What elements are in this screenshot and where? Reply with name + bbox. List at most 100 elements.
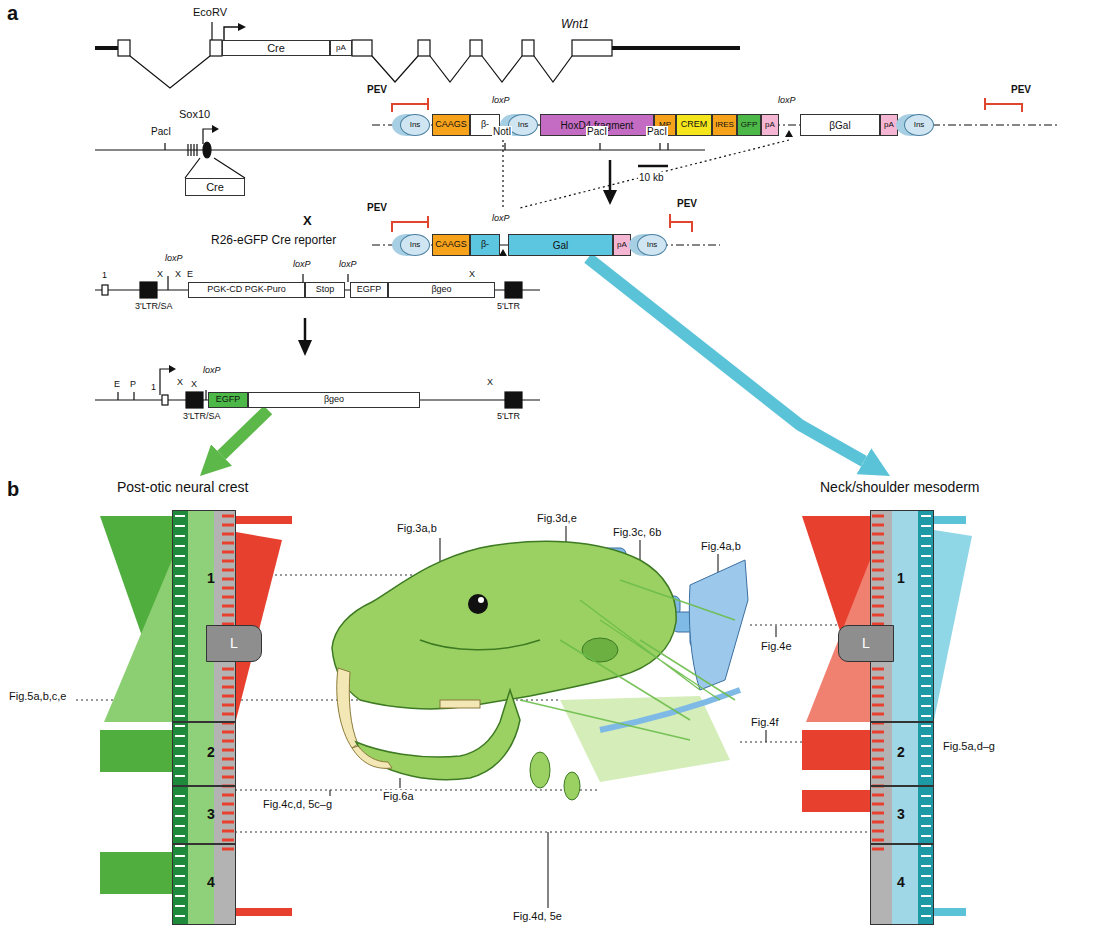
element-label: PGK-CD PGK-Puro [207, 285, 286, 295]
wnt1-construct-shape [612, 46, 740, 50]
segment-ticks-shape [921, 595, 931, 597]
segment-ticks-shape [921, 645, 931, 647]
wnt1-construct-shape [522, 40, 534, 56]
segment-ticks-shape [872, 731, 884, 734]
segment-ticks-shape [175, 675, 185, 677]
gene-box: β- [470, 234, 500, 256]
cre-box: Cre [185, 178, 245, 196]
mouse-skull-illustration-shape [468, 594, 488, 614]
wnt1-construct-shape [470, 40, 482, 56]
segment-ticks-shape [175, 865, 185, 867]
element-label: GFP [741, 121, 757, 130]
mesoderm-column-shape [892, 510, 918, 925]
segment-ticks-shape [222, 803, 234, 806]
mouse-skull-illustration [332, 541, 748, 800]
element-label: Ins [914, 121, 925, 130]
segment-number: 3 [207, 807, 215, 822]
segment-ticks-shape [921, 715, 931, 717]
segment-ticks-shape [872, 686, 884, 689]
pev-label: PEV [366, 84, 388, 95]
segment-ticks-shape [222, 686, 234, 689]
wnt1-construct-shape [224, 27, 240, 40]
mouse-skull-illustration-shape [564, 772, 580, 800]
segment-ticks-shape [175, 855, 185, 857]
segment-ticks-shape [175, 655, 185, 657]
element-label: βgeo [431, 285, 451, 295]
axial-column: Post-otic neural crest1L234 [95, 478, 310, 928]
segment-box: 3 [870, 786, 934, 844]
segment-ticks-shape [222, 596, 234, 599]
lineage-arrow [222, 410, 268, 455]
segment-ticks-shape [872, 767, 884, 770]
element-label: Gal [553, 240, 569, 251]
wnt1-construct-shape [418, 40, 430, 56]
figure-reference: Fig.4f [750, 716, 780, 728]
reporter-construct-shape [505, 282, 522, 298]
neural-crest-column-shape [236, 516, 292, 524]
segment-ticks-shape [921, 695, 931, 697]
reporter-construct-shape [304, 318, 307, 342]
reporter-construct-shape [140, 282, 157, 298]
segment-ticks-shape [175, 905, 185, 907]
segment-ticks-shape [921, 725, 931, 727]
insulator-oval: Ins [904, 114, 934, 136]
mouse-skull-illustration-shape [352, 746, 392, 768]
guide-lines-shape [205, 831, 895, 832]
mouse-skull-illustration-shape [520, 580, 735, 740]
segment-ticks-shape [872, 533, 884, 536]
element-label: L [230, 636, 238, 651]
segment-ticks-shape [921, 765, 931, 767]
segment-ticks-shape [921, 625, 931, 627]
neural-crest-column [100, 510, 292, 925]
segment-number: 4 [897, 875, 905, 890]
reporter-construct-shape [169, 365, 176, 373]
segment-ticks-shape [175, 645, 185, 647]
segment-ticks-shape [921, 815, 931, 817]
segment-box: 2 [172, 722, 236, 786]
segment-ticks-shape [921, 775, 931, 777]
site-label: EcoRV [192, 6, 228, 18]
segment-ticks-shape [222, 830, 234, 833]
element-label: Stop [316, 285, 335, 295]
segment-ticks-shape [921, 755, 931, 757]
wnt1-construct-shape [210, 40, 222, 56]
segment-ticks-shape [921, 915, 931, 917]
segment-ticks-shape [872, 812, 884, 815]
sox10-bac-map-shape [188, 144, 197, 156]
segment-ticks-shape [872, 758, 884, 761]
panel-letter: b [6, 478, 20, 500]
segment-ticks-shape [222, 515, 234, 518]
polya-box: pA [613, 234, 631, 256]
mouse-skull-illustration-shape [689, 560, 748, 690]
mouse-skull-illustration-shape [332, 541, 676, 709]
segment-ticks-shape [921, 685, 931, 687]
segment-number: 3 [897, 807, 905, 822]
segment-ticks-shape [872, 803, 884, 806]
segment-ticks-shape [175, 695, 185, 697]
segment-ticks-shape [222, 749, 234, 752]
site-label: X [190, 380, 198, 390]
axial-column: Neck/shoulder mesoderm1L234 [800, 478, 1015, 928]
egfp-box: EGFP [208, 392, 248, 408]
segment-ticks-shape [222, 839, 234, 842]
element-label: βGal [829, 120, 850, 131]
segment-ticks-shape [175, 805, 185, 807]
element-label: β- [481, 120, 489, 130]
element-label: EGFP [216, 395, 241, 405]
segment-ticks-shape [175, 575, 185, 577]
segment-ticks-shape [175, 625, 185, 627]
segment-ticks-shape [872, 596, 884, 599]
site-label: PacI [646, 126, 668, 137]
gene-name: Sox10 [178, 108, 211, 120]
mesoderm-column-shape [870, 510, 934, 925]
segment-ticks-shape [921, 555, 931, 557]
segment-ticks-shape [222, 524, 234, 527]
segment-ticks-shape [921, 705, 931, 707]
segment-ticks-shape [921, 895, 931, 897]
segment-ticks-shape [872, 704, 884, 707]
gene-name: Wnt1 [560, 18, 590, 31]
segment-number: 1 [897, 571, 905, 586]
gene-box: Gal [508, 234, 613, 256]
reporter-construct-shape [298, 340, 312, 356]
lineage-arrow [588, 258, 864, 461]
